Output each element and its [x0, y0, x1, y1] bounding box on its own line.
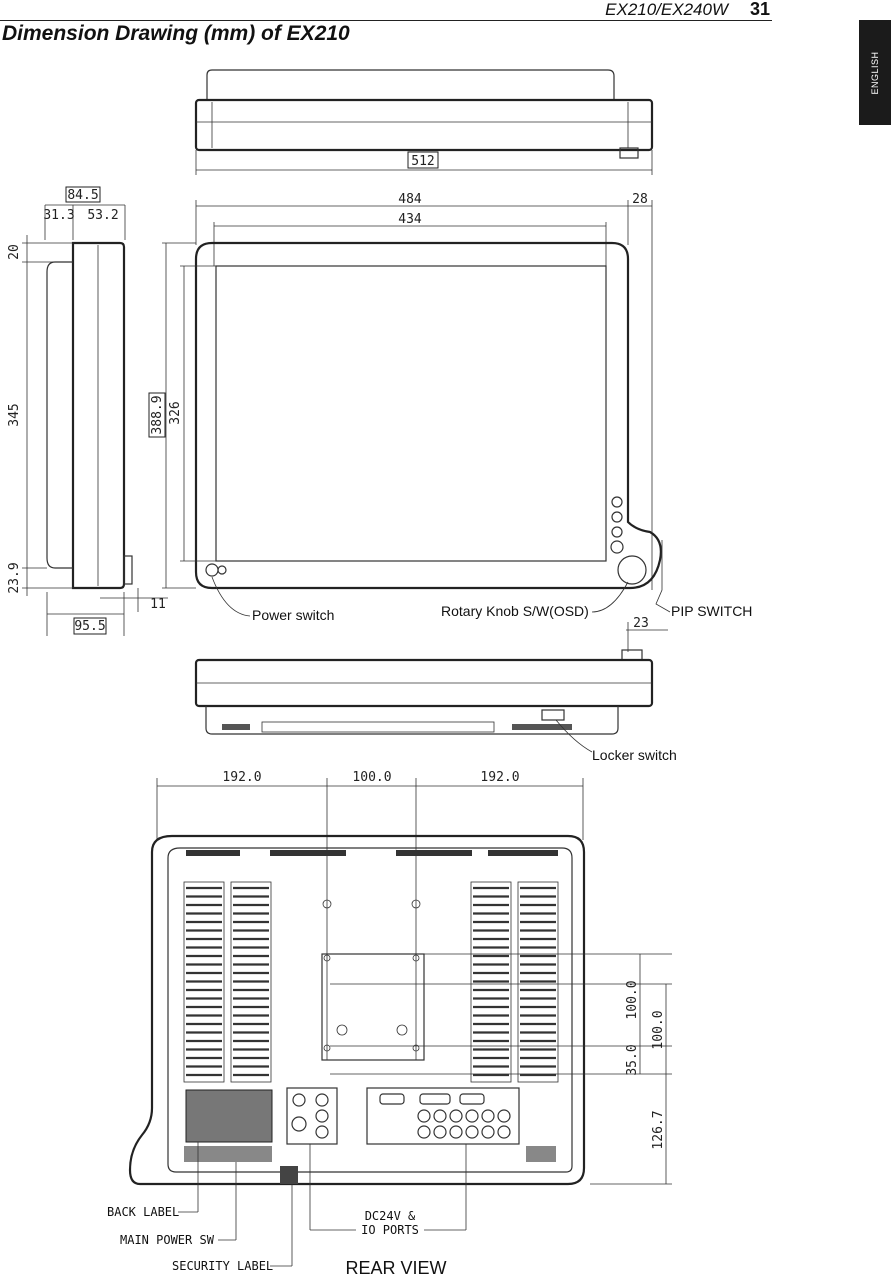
dim-rear-right: 192.0	[480, 770, 519, 785]
vent-left	[183, 881, 272, 1083]
label-main-power: MAIN POWER SW	[120, 1233, 215, 1247]
dim-screen-width: 434	[398, 212, 422, 227]
label-power-switch: Power switch	[252, 607, 334, 623]
dim-locker-offset: 23	[633, 616, 649, 631]
rear-view-caption: REAR VIEW	[345, 1258, 446, 1277]
label-back-label: BACK LABEL	[107, 1205, 179, 1219]
dim-screen-height: 326	[168, 401, 183, 424]
dim-rear-mid: 100.0	[352, 770, 391, 785]
dim-depth-total: 84.5	[67, 188, 98, 203]
dim-bottom-bezel: 23.9	[7, 562, 22, 593]
label-dc-line1: DC24V &	[365, 1209, 416, 1223]
front-view: 484 434 28 388.9 326 Power switch Rotary…	[148, 192, 752, 623]
dim-bottom-height: 126.7	[651, 1110, 666, 1149]
bottom-view: 23 Locker switch	[194, 616, 677, 763]
top-view: 512	[194, 69, 654, 175]
dim-vesa-v2: 100.0	[651, 1010, 666, 1049]
side-view: 84.5 31.3 53.2 20 345 23.9 11 95.5	[7, 186, 168, 636]
dim-depth-b: 53.2	[87, 208, 118, 223]
rear-view: 192.0 100.0 192.0	[107, 770, 672, 1277]
language-tab: ENGLISH	[859, 20, 891, 125]
dim-rear-left: 192.0	[222, 770, 261, 785]
label-rotary-knob: Rotary Knob S/W(OSD)	[441, 603, 589, 619]
dim-knob-offset: 28	[632, 192, 648, 207]
page-number: 31	[749, 0, 770, 19]
dim-vesa-v1: 100.0	[625, 980, 640, 1019]
page-title: Dimension Drawing (mm) of EX210	[2, 22, 350, 45]
label-locker-switch: Locker switch	[592, 747, 677, 763]
label-dc-line2: IO PORTS	[361, 1223, 419, 1237]
dim-vesa-offset: 35.0	[625, 1044, 640, 1075]
dim-base-depth: 95.5	[74, 619, 105, 634]
dim-depth-a: 31.3	[43, 208, 74, 223]
page-header: EX210/EX240W 31	[0, 0, 772, 21]
header-model: EX210/EX240W	[605, 0, 728, 19]
dim-front-height: 388.9	[150, 395, 165, 434]
dim-bottom-gap: 11	[150, 597, 166, 612]
back-label-panel	[185, 1089, 273, 1143]
dim-side-height: 345	[7, 403, 22, 426]
label-security: SECURITY LABEL	[172, 1259, 273, 1273]
dim-top-bezel: 20	[7, 244, 22, 260]
dim-front-width: 484	[398, 192, 422, 207]
vent-right	[470, 881, 559, 1083]
label-pip-switch: PIP SWITCH	[671, 603, 752, 619]
dim-top-width: 512	[411, 154, 434, 169]
